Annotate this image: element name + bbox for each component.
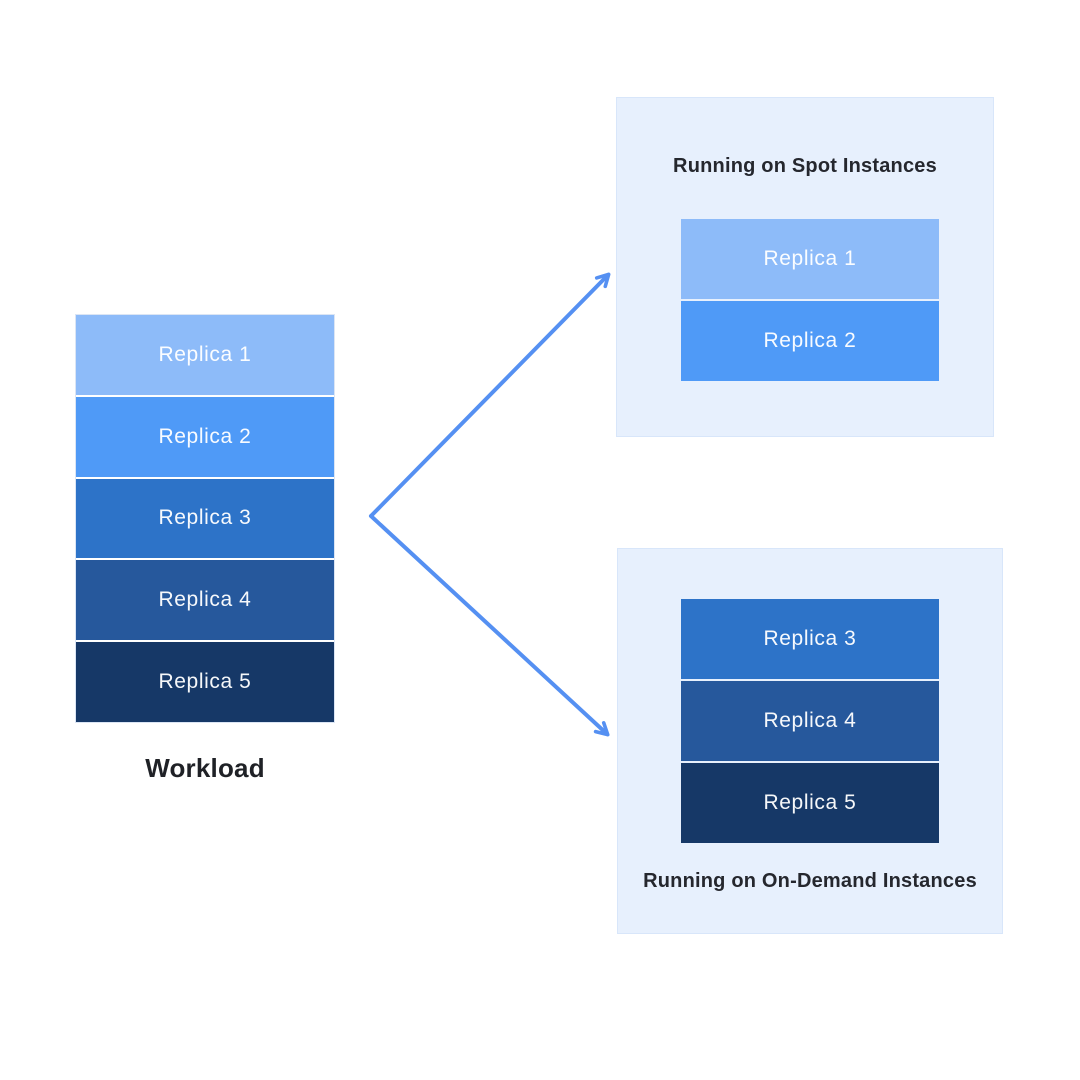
workload-caption: Workload <box>145 753 265 783</box>
workload-replica-3-label: Replica 3 <box>158 506 252 530</box>
workload-replica-1-label: Replica 1 <box>158 342 252 366</box>
spot-replica-1-label: Replica 1 <box>763 247 857 270</box>
workload-replica-2-label: Replica 2 <box>158 424 252 448</box>
spot-group-bars: Replica 1 Replica 2 <box>681 219 939 381</box>
workload-replica-1-bar: Replica 1 <box>76 315 334 395</box>
workload-replica-5-label: Replica 5 <box>158 670 252 694</box>
workload-replica-4-label: Replica 4 <box>158 588 252 612</box>
arrow-to-ondemand <box>369 514 610 737</box>
spot-instances-group: Running on Spot Instances Replica 1 Repl… <box>616 97 994 437</box>
ondemand-replica-4-bar: Replica 4 <box>681 681 939 761</box>
ondemand-group-bars: Replica 3 Replica 4 Replica 5 <box>681 599 939 843</box>
ondemand-replica-5-label: Replica 5 <box>763 791 857 814</box>
ondemand-replica-4-label: Replica 4 <box>763 709 857 732</box>
arrow-to-spot <box>369 272 611 518</box>
ondemand-replica-3-label: Replica 3 <box>763 627 857 650</box>
workload-replica-5-bar: Replica 5 <box>76 642 334 722</box>
workload-replica-4-bar: Replica 4 <box>76 560 334 641</box>
workload-replica-2-bar: Replica 2 <box>76 396 334 477</box>
ondemand-group-title: Running on On-Demand Instances <box>643 870 977 892</box>
spot-group-title: Running on Spot Instances <box>673 155 937 177</box>
spot-replica-2-label: Replica 2 <box>763 329 857 352</box>
workload-stack: Replica 1 Replica 2 Replica 3 Replica 4 … <box>76 315 334 722</box>
workload-replica-3-bar: Replica 3 <box>76 478 334 559</box>
ondemand-replica-5-bar: Replica 5 <box>681 763 939 843</box>
ondemand-instances-group: Replica 3 Replica 4 Replica 5 Running on… <box>617 548 1003 934</box>
spot-replica-1-bar: Replica 1 <box>681 219 939 299</box>
ondemand-replica-3-bar: Replica 3 <box>681 599 939 679</box>
spot-replica-2-bar: Replica 2 <box>681 301 939 381</box>
